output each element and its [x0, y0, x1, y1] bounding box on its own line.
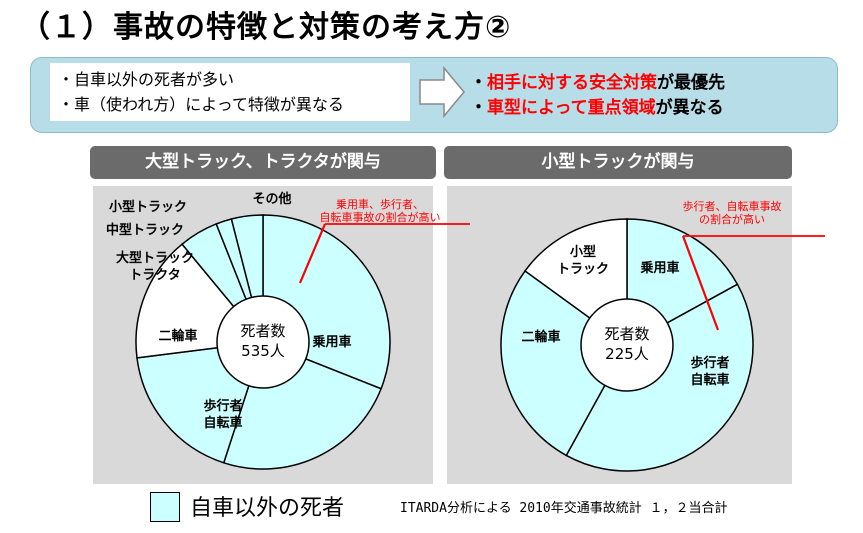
chart-2-slice-3	[500, 269, 628, 457]
summary-right-line-2: ・車型によって重点領域が異なる	[470, 93, 724, 118]
legend-swatch	[150, 492, 180, 522]
chart-2-slice-label-3: 二輪車	[521, 329, 560, 345]
rest-text: が最優先	[657, 73, 725, 93]
chart-2-annotation: 歩行者、自転車事故の割合が高い	[683, 199, 782, 226]
highlight-text: 車型によって重点領域	[487, 98, 656, 118]
chart-2-slice-label-1: 乗用車	[639, 260, 679, 276]
chart-1-slice-label-1: 乗用車	[311, 334, 351, 350]
legend-label: 自車以外の死者	[190, 496, 345, 521]
chart-2-annotation-pointer	[681, 235, 720, 331]
chart-1-annotation-pointer	[298, 223, 327, 284]
chart-2-slice-label-2: 歩行者自転車	[690, 355, 729, 388]
summary-right-line-1: ・相手に対する安全対策が最優先	[470, 68, 725, 93]
summary-left-line-1: ・自車以外の死者が多い	[58, 70, 235, 89]
chart-1-slice-label-6: 小型トラック	[109, 199, 187, 215]
chart-2-slice-label-4: 小型トラック	[557, 244, 609, 277]
chart-1-title: 大型トラック、トラクタが関与	[90, 146, 436, 179]
chart-1-slice-label-5: 中型トラック	[106, 222, 184, 238]
bullet: ・	[470, 98, 487, 118]
bullet: ・	[470, 73, 487, 93]
rest-text: が異なる	[655, 98, 724, 118]
page-title: （１）事故の特徴と対策の考え方②	[20, 10, 512, 45]
chart-1-donut-hole	[216, 295, 310, 389]
summary-left-line-2: ・車（使われ方）によって特徴が異なる	[58, 95, 344, 114]
chart-1-annotation: 乗用車、歩行者、自転車事故の割合が高い	[320, 197, 441, 224]
arrow-right-icon	[419, 65, 465, 119]
chart-1-slice-label-7: その他	[252, 191, 291, 207]
summary-left-box	[50, 63, 410, 121]
chart-2-donut-hole	[580, 298, 674, 392]
chart-1-slice-label-2: 歩行者自転車	[203, 398, 242, 431]
chart-1-slice-label-4: 大型トラックトラクタ	[116, 250, 194, 283]
chart-2-title: 小型トラックが関与	[444, 146, 792, 179]
chart-1-slice-label-3: 二輪車	[158, 328, 197, 344]
highlight-text: 相手に対する安全対策	[487, 73, 657, 93]
source-note: ITARDA分析による 2010年交通事故統計 １，２当合計	[400, 501, 728, 516]
